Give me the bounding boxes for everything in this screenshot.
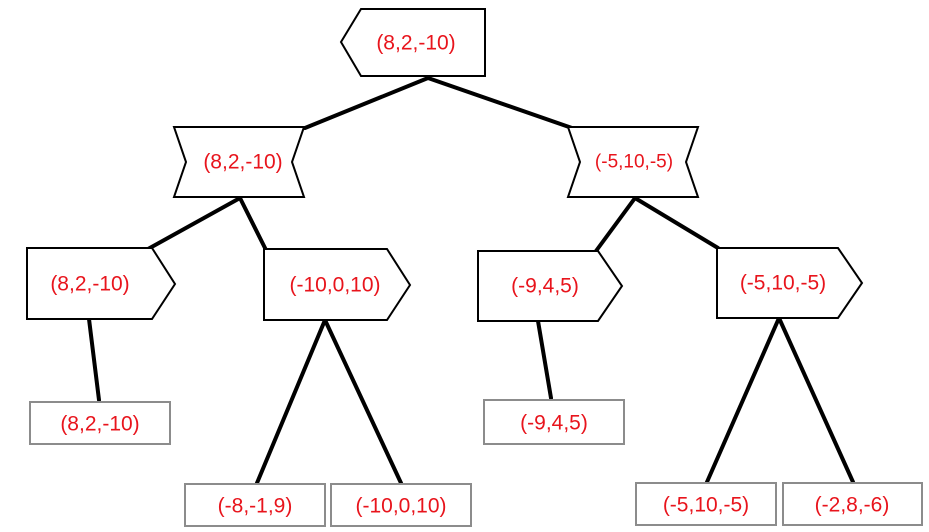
level2-node-3: (-9,4,5)	[477, 250, 624, 322]
level1-node-right-label: (-5,10,-5)	[595, 152, 673, 173]
edge-n4-leaf5	[705, 316, 781, 484]
level1-node-right: (-5,10,-5)	[566, 126, 700, 198]
level2-node-3-label: (-9,4,5)	[511, 275, 579, 298]
edge-n1-leaf1	[87, 317, 101, 402]
level2-node-2: (-10,0,10)	[263, 248, 412, 321]
leaf-1: (8,2,-10)	[29, 401, 171, 445]
level2-node-2-label: (-10,0,10)	[289, 274, 380, 297]
leaf-2-box	[184, 483, 326, 527]
leaf-2-label: (-8,-1,9)	[218, 495, 293, 518]
level2-node-4-shape	[716, 247, 864, 319]
leaf-3: (-10,0,10)	[330, 483, 472, 527]
level1-node-left: (8,2,-10)	[172, 126, 306, 198]
leaf-6: (-2,8,-6)	[782, 482, 923, 526]
level2-node-4-label: (-5,10,-5)	[740, 272, 826, 295]
edge-right-leftchild	[594, 196, 637, 253]
edge-root-right	[426, 76, 574, 130]
level2-node-1-shape	[26, 247, 177, 320]
level1-node-left-label: (8,2,-10)	[203, 151, 282, 174]
leaf-5-box	[635, 482, 777, 526]
level2-node-1-label: (8,2,-10)	[50, 273, 129, 296]
edge-n2-leaf3	[323, 318, 403, 485]
edge-left-rightchild	[238, 196, 268, 252]
tree-edges	[87, 76, 855, 485]
root-node-label: (8,2,-10)	[376, 32, 455, 55]
leaf-1-label: (8,2,-10)	[60, 413, 139, 436]
edge-root-left	[303, 76, 430, 130]
level1-node-right-shape	[566, 126, 700, 198]
root-node-shape	[339, 8, 486, 77]
edge-n2-leaf2	[255, 318, 327, 485]
leaf-2: (-8,-1,9)	[184, 483, 326, 527]
leaf-4: (-9,4,5)	[483, 399, 625, 445]
edge-n4-leaf6	[777, 316, 855, 484]
root-node: (8,2,-10)	[339, 8, 486, 77]
leaf-6-box	[782, 482, 923, 526]
leaf-5-label: (-5,10,-5)	[663, 494, 749, 517]
level2-node-2-shape	[263, 248, 412, 321]
leaf-3-label: (-10,0,10)	[355, 495, 446, 518]
leaf-1-box	[29, 401, 171, 445]
edge-left-leftchild	[146, 196, 242, 251]
leaf-6-label: (-2,8,-6)	[815, 494, 890, 517]
edge-right-rightchild	[633, 196, 720, 250]
leaf-5: (-5,10,-5)	[635, 482, 777, 526]
level2-node-3-shape	[477, 250, 624, 322]
leaf-3-box	[330, 483, 472, 527]
leaf-4-box	[483, 399, 625, 445]
level1-node-left-shape	[172, 126, 306, 198]
leaf-4-label: (-9,4,5)	[520, 412, 588, 435]
level2-node-1: (8,2,-10)	[26, 247, 177, 320]
level2-node-4: (-5,10,-5)	[716, 247, 864, 319]
edge-n3-leaf4	[536, 319, 553, 400]
